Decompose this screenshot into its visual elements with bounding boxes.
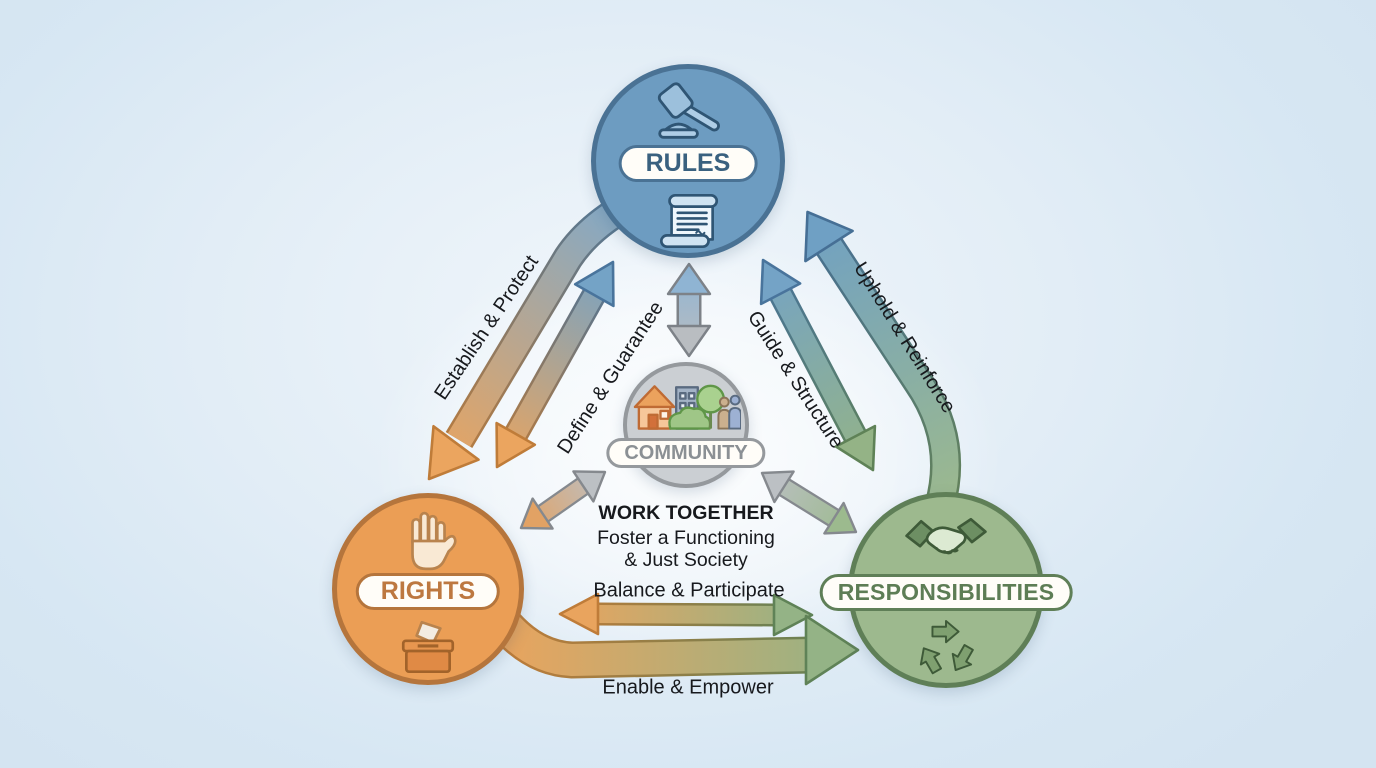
node-responsibilities: RESPONSIBILITIES bbox=[819, 492, 1073, 688]
rights-pill-label: RIGHTS bbox=[355, 573, 501, 610]
edge-label-balance-participate: Balance & Participate bbox=[593, 579, 785, 602]
raised-hand-icon bbox=[411, 511, 457, 571]
rules-pill-label: RULES bbox=[618, 145, 758, 182]
node-rights: RIGHTS bbox=[332, 493, 524, 685]
arrow-rights-community bbox=[519, 470, 607, 530]
node-rules: RULES bbox=[591, 64, 785, 258]
ballot-box-icon bbox=[401, 620, 455, 674]
handshake-icon bbox=[905, 517, 987, 555]
arrow-rules-community bbox=[666, 262, 712, 358]
center-message-heading: WORK TOGETHER bbox=[598, 502, 774, 524]
gavel-icon bbox=[657, 82, 720, 139]
recycle-icon bbox=[919, 619, 974, 675]
arrow-balance-participate bbox=[558, 592, 814, 637]
node-community: COMMUNITY bbox=[606, 362, 766, 488]
community-pill-label: COMMUNITY bbox=[606, 438, 766, 468]
arrow-uphold-reinforce bbox=[804, 210, 962, 510]
arrow-define-guarantee bbox=[495, 260, 615, 469]
scroll-icon bbox=[659, 194, 719, 248]
arrow-guide-structure bbox=[759, 258, 877, 472]
center-message-line2: & Just Society bbox=[624, 548, 748, 571]
edge-label-enable-empower: Enable & Empower bbox=[602, 676, 774, 699]
arrow-responsibilities-community bbox=[760, 470, 858, 535]
responsibilities-pill-label: RESPONSIBILITIES bbox=[819, 574, 1073, 611]
neighborhood-icon bbox=[633, 384, 741, 430]
center-message-line1: Foster a Functioning bbox=[597, 526, 775, 549]
center-message: WORK TOGETHER Foster a Functioning & Jus… bbox=[597, 502, 775, 571]
